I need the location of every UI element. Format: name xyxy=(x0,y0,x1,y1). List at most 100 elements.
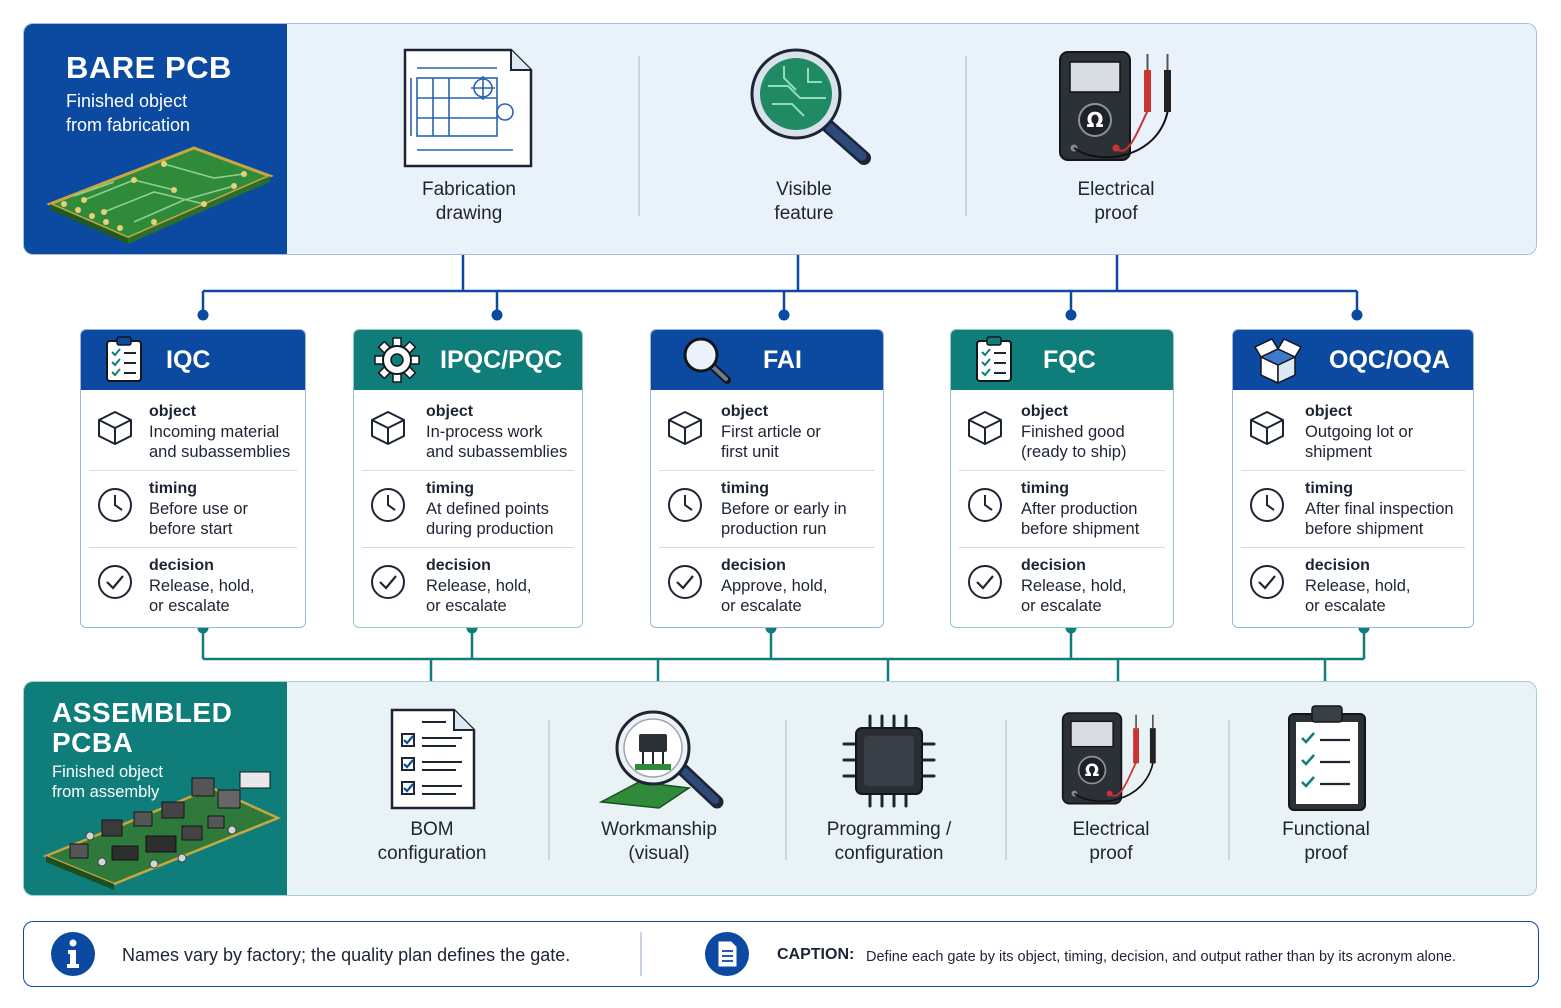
check-circle-icon xyxy=(1250,565,1284,599)
gate-row-object: object First article or first unit xyxy=(659,394,875,471)
feature-functional-proof: Functional proof xyxy=(1236,704,1416,874)
gate-card-ipqc-pqc: IPQC/PQC object In-process work and suba… xyxy=(353,329,583,628)
row-key: timing xyxy=(1305,480,1353,497)
magnifier-pcb-icon xyxy=(750,48,871,165)
check-circle-icon xyxy=(371,565,405,599)
gate-title: OQC/OQA xyxy=(1329,346,1450,374)
row-key: object xyxy=(721,403,769,420)
feature-label-line-2: feature xyxy=(774,203,834,224)
gate-title: FAI xyxy=(763,346,802,374)
gate-row-timing: timing Before or early in production run xyxy=(659,470,875,548)
bottom-separator-1 xyxy=(548,720,550,860)
bare-pcb-subtitle-line-1: Finished object xyxy=(66,91,188,111)
clock-icon xyxy=(98,488,132,522)
check-circle-icon xyxy=(968,565,1002,599)
gate-header: IPQC/PQC xyxy=(354,330,582,390)
row-value-line-1: Release, hold, xyxy=(1021,577,1127,595)
assembled-pcba-subtitle-line-1: Finished object xyxy=(52,763,163,781)
row-value-line-2: first unit xyxy=(721,443,779,461)
clipboard-icon xyxy=(976,336,1012,382)
gate-card-fai: FAI object First article or first unit t… xyxy=(650,329,884,628)
feature-label-line-1: Fabrication xyxy=(422,179,516,200)
open-box-icon xyxy=(1254,338,1302,384)
row-value-line-2: before shipment xyxy=(1305,520,1424,538)
row-value-line-2: and subassemblies xyxy=(149,443,291,461)
feature-fabrication-drawing: Fabrication drawing xyxy=(369,46,569,226)
clock-icon xyxy=(1250,488,1284,522)
row-value-line-1: At defined points xyxy=(426,500,549,518)
row-value-line-2: or escalate xyxy=(1021,597,1102,615)
feature-programming-configuration: Programming / configuration xyxy=(794,704,984,874)
document-icon xyxy=(705,932,749,976)
footer-note: Names vary by factory; the quality plan … xyxy=(122,945,571,965)
row-key: object xyxy=(149,403,197,420)
caption-text: Define each gate by its object, timing, … xyxy=(866,949,1457,965)
gate-row-timing: timing After final inspection before shi… xyxy=(1241,470,1465,548)
row-key: timing xyxy=(721,480,769,497)
feature-workmanship-visual: Workmanship (visual) xyxy=(569,704,749,874)
box-icon xyxy=(371,411,405,445)
row-key: object xyxy=(426,403,474,420)
feature-label-line-1: Visible xyxy=(776,179,832,200)
checklist-icon xyxy=(106,336,142,382)
row-key: decision xyxy=(1021,557,1086,574)
feature-label-line-1: Functional xyxy=(1282,819,1370,840)
gate-row-decision: decision Release, hold, or escalate xyxy=(362,547,574,625)
gate-card-oqc-oqa: OQC/OQA object Outgoing lot or shipment … xyxy=(1232,329,1474,628)
feature-label-line-2: proof xyxy=(1304,843,1348,864)
feature-label-line-2: drawing xyxy=(435,203,503,224)
magnifier-icon xyxy=(683,337,731,384)
gate-row-timing: timing Before use or before start xyxy=(89,470,297,548)
gate-row-decision: decision Approve, hold, or escalate xyxy=(659,547,875,625)
bottom-separator-4 xyxy=(1228,720,1230,860)
row-value-line-2: or escalate xyxy=(1305,597,1386,615)
assembled-pcba-header: ASSEMBLED PCBA Finished object from asse… xyxy=(24,682,287,895)
clipboard-icon xyxy=(1288,705,1366,811)
feature-label-line-1: Electrical xyxy=(1072,819,1150,840)
row-value-line-2: shipment xyxy=(1305,443,1372,461)
caption-label: CAPTION: xyxy=(777,946,855,963)
clock-icon xyxy=(371,488,405,522)
row-key: decision xyxy=(149,557,214,574)
gate-title: IQC xyxy=(166,346,211,374)
check-circle-icon xyxy=(98,565,132,599)
bom-document-icon xyxy=(390,708,476,810)
bare-pcb-board-icon xyxy=(46,146,274,244)
gate-card-fqc: FQC object Finished good (ready to ship)… xyxy=(950,329,1174,628)
row-value-line-1: After final inspection xyxy=(1305,500,1454,518)
bare-pcb-subtitle-line-2: from fabrication xyxy=(66,115,191,135)
gate-header: OQC/OQA xyxy=(1233,330,1473,390)
top-separator-1 xyxy=(638,56,640,216)
feature-label-line-2: proof xyxy=(1089,843,1133,864)
gear-icon xyxy=(374,337,420,383)
assembled-pcba-subtitle-line-2: from assembly xyxy=(52,783,160,801)
gate-row-object: object Incoming material and subassembli… xyxy=(89,394,297,471)
bottom-separator-2 xyxy=(785,720,787,860)
info-icon xyxy=(51,932,95,976)
gate-card-iqc: IQC object Incoming material and subasse… xyxy=(80,329,306,628)
feature-label-line-2: (visual) xyxy=(628,843,690,864)
row-value-line-1: First article or xyxy=(721,423,821,441)
svg-text:Ω: Ω xyxy=(1086,108,1103,132)
gate-row-timing: timing After production before shipment xyxy=(959,470,1165,548)
row-value-line-2: or escalate xyxy=(721,597,802,615)
top-separator-2 xyxy=(965,56,967,216)
assembled-pcba-band: ASSEMBLED PCBA Finished object from asse… xyxy=(23,681,1537,896)
assembled-pcba-title-line-2: PCBA xyxy=(52,727,134,758)
feature-label-line-1: Electrical xyxy=(1077,179,1155,200)
gate-row-decision: decision Release, hold, or escalate xyxy=(1241,547,1465,625)
row-value-line-2: before start xyxy=(149,520,233,538)
row-value-line-1: Release, hold, xyxy=(149,577,255,595)
bare-pcb-header: BARE PCB Finished object from fabricatio… xyxy=(24,24,287,254)
row-key: timing xyxy=(149,480,197,497)
feature-label-line-1: Programming / xyxy=(826,819,952,840)
clock-icon xyxy=(968,488,1002,522)
gate-header: FQC xyxy=(951,330,1173,390)
row-key: decision xyxy=(721,557,786,574)
row-value-line-1: Incoming material xyxy=(149,423,280,441)
gate-row-object: object Finished good (ready to ship) xyxy=(959,394,1165,471)
assembled-pcba-board-icon xyxy=(42,771,282,890)
feature-label-line-2: configuration xyxy=(377,843,487,864)
box-icon xyxy=(1250,411,1284,445)
